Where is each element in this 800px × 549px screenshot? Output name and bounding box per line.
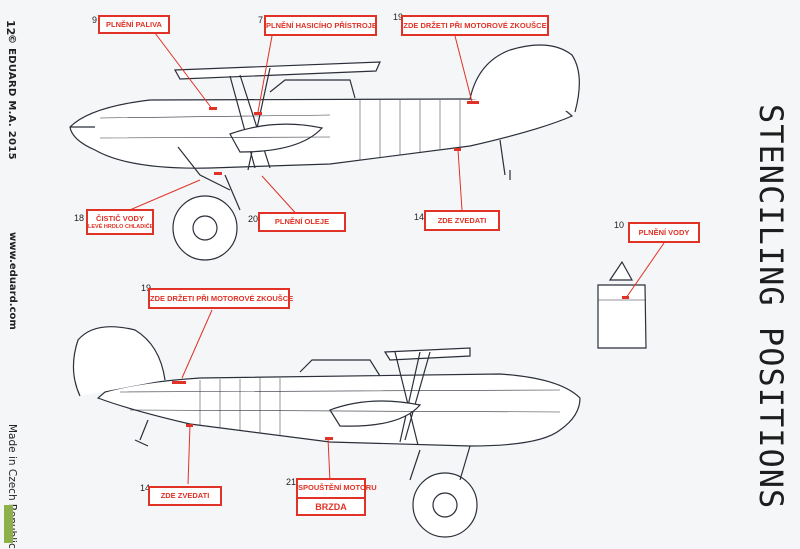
callout-label: ZDE DRŽETI PŘI MOTOROVÉ ZKOUŠCE: [401, 15, 549, 36]
callout-label: ZDE DRŽETI PŘI MOTOROVÉ ZKOUŠCE: [148, 288, 293, 309]
callout-label-main: SPOUŠTĚNÍ MOTORU: [298, 483, 377, 492]
callout-number: 21: [286, 477, 297, 487]
callout-label: PLNĚNÍ VODY: [628, 222, 700, 243]
callout-number: 7: [258, 15, 264, 25]
aircraft-right-side-view: [72, 326, 581, 538]
callout-label: ZDE ZVEDATI: [424, 210, 500, 231]
callout-label-sub: BRZDA: [298, 497, 364, 512]
callout-number: 9: [92, 15, 98, 25]
aircraft-left-side-view: [69, 44, 580, 261]
callout-number: 18: [74, 213, 85, 223]
callout-label: PLNĚNÍ HASICÍHO PŘÍSTROJE: [264, 15, 377, 36]
leader-lines: [124, 32, 665, 485]
callout-label-sub: LEVÉ HRDLO CHLADIČE: [88, 224, 154, 230]
callout-number: 19: [141, 283, 152, 293]
stencil-marks: [172, 101, 629, 440]
callout-label: PLNĚNÍ OLEJE: [258, 212, 346, 232]
callout-number: 19: [393, 12, 404, 22]
eduard-logo: [4, 505, 13, 543]
callout-number: 10: [614, 220, 625, 230]
callout-number: 14: [414, 212, 425, 222]
callout-label: ČISTIČ VODY LEVÉ HRDLO CHLADIČE: [86, 209, 154, 235]
callout-number: 20: [248, 214, 259, 224]
copyright-text: © EDUARD M.A. 2015: [6, 34, 17, 160]
website-url[interactable]: www.eduard.com: [7, 232, 18, 330]
callout-label: SPOUŠTĚNÍ MOTORU BRZDA: [296, 478, 377, 516]
callout-label-main: ČISTIČ VODY: [96, 214, 144, 223]
callout-label: ZDE ZVEDATI: [148, 486, 222, 506]
page-heading: STENCILING POSITIONS: [752, 104, 790, 510]
callout-label: PLNĚNÍ PALIVA: [98, 15, 170, 34]
aircraft-front-view: [597, 260, 647, 349]
callout-number: 14: [140, 483, 151, 493]
